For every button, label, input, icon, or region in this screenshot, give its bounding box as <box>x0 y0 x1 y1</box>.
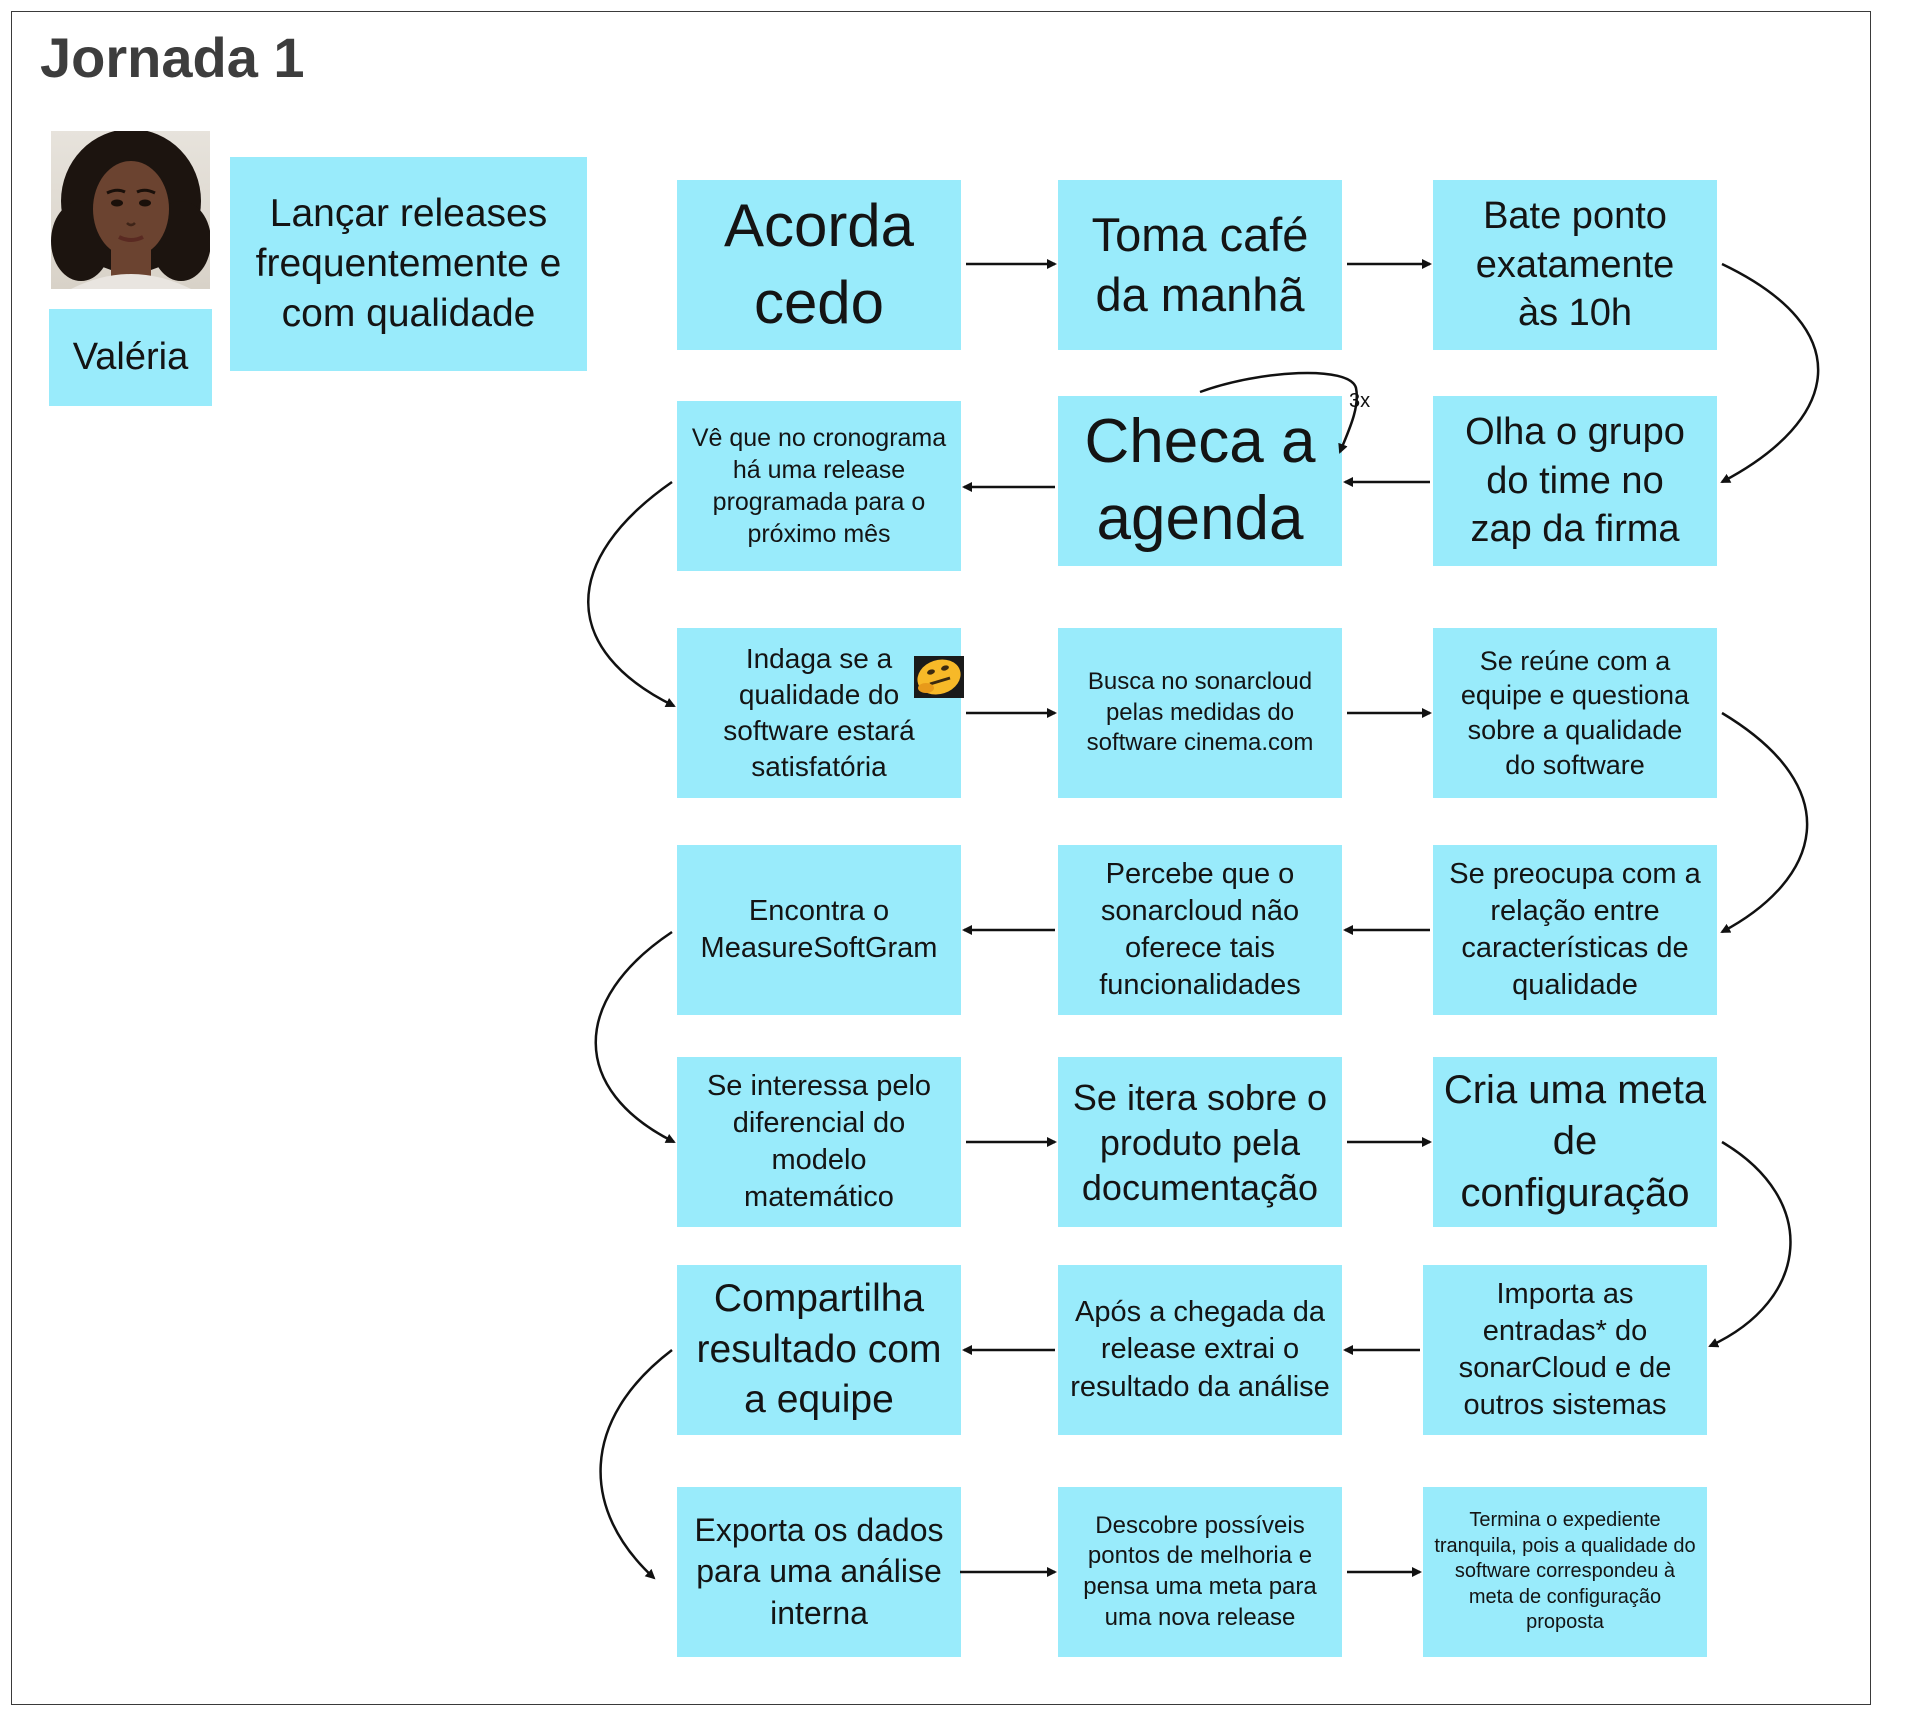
step-extrai-resultado: Após a chegada da release extrai o resul… <box>1058 1265 1342 1435</box>
arrow-s9-s10 <box>1720 711 1809 934</box>
arrow-s12-s13 <box>594 930 676 1144</box>
persona-goal: Lançar releases frequentemente e com qua… <box>230 157 587 371</box>
step-bate-ponto: Bate ponto exatamente às 10h <box>1433 180 1717 350</box>
step-acorda-cedo: Acorda cedo <box>677 180 961 350</box>
step-itera-documentacao: Se itera sobre o produto pela documentaç… <box>1058 1057 1342 1227</box>
page-title: Jornada 1 <box>40 26 305 89</box>
arrow-loop-3x <box>1199 371 1359 454</box>
step-importa-entradas: Importa as entradas* do sonarCloud e de … <box>1423 1265 1707 1435</box>
step-ve-cronograma: Vê que no cronograma há uma release prog… <box>677 401 961 571</box>
persona-photo <box>51 131 210 289</box>
arrow-s18-s19 <box>599 1349 673 1580</box>
step-descobre-melhorias: Descobre possíveis pontos de melhoria e … <box>1058 1487 1342 1657</box>
persona-name: Valéria <box>49 309 212 406</box>
thinking-face-icon <box>914 656 964 698</box>
canvas-frame <box>11 11 1871 1705</box>
step-percebe-sonarcloud: Percebe que o sonarcloud não oferece tai… <box>1058 845 1342 1015</box>
step-olha-grupo: Olha o grupo do time no zap da firma <box>1433 396 1717 566</box>
step-exporta-dados: Exporta os dados para uma análise intern… <box>677 1487 961 1657</box>
step-preocupa-relacao: Se preocupa com a relação entre caracter… <box>1433 845 1717 1015</box>
step-interessa-modelo: Se interessa pelo diferencial do modelo … <box>677 1057 961 1227</box>
step-termina-expediente: Termina o expediente tranquila, pois a q… <box>1423 1487 1707 1657</box>
arrow-s3-s4 <box>1720 262 1820 484</box>
arrow-s15-s16 <box>1708 1140 1792 1348</box>
loop-count-label: 3x <box>1349 390 1371 412</box>
step-compartilha: Compartilha resultado com a equipe <box>677 1265 961 1435</box>
step-toma-cafe: Toma café da manhã <box>1058 180 1342 350</box>
step-encontra-msg: Encontra o MeasureSoftGram <box>677 845 961 1015</box>
step-indaga-qualidade: Indaga se a qualidade do software estará… <box>677 628 961 798</box>
step-cria-meta: Cria uma meta de configuração <box>1433 1057 1717 1227</box>
arrow-s6-s7 <box>587 480 676 708</box>
step-reune-equipe: Se reúne com a equipe e questiona sobre … <box>1433 628 1717 798</box>
step-checa-agenda: Checa a agenda <box>1058 396 1342 566</box>
step-busca-sonarcloud: Busca no sonarcloud pelas medidas do sof… <box>1058 628 1342 798</box>
